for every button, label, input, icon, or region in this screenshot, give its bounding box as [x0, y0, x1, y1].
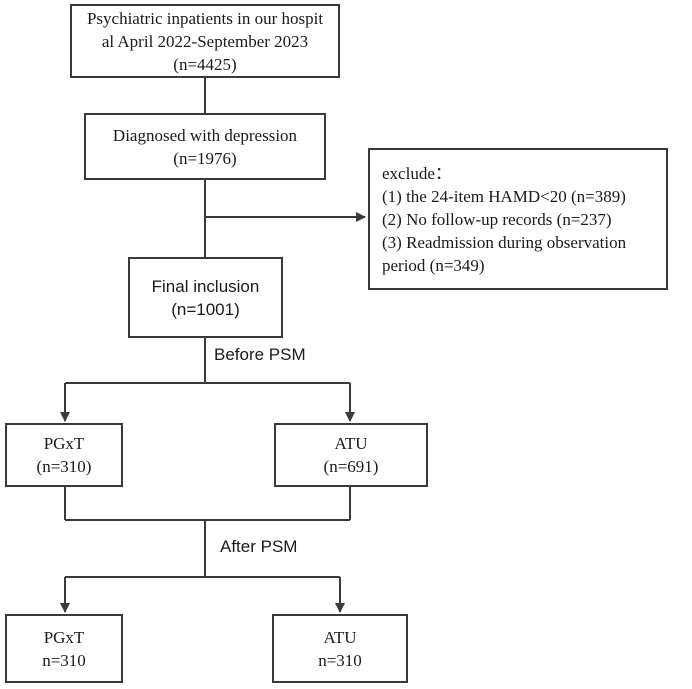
- node-pgxt-before: PGxT (n=310): [5, 423, 123, 487]
- node-diagnosed-line: (n=1976): [173, 148, 237, 168]
- node-population-line: (n=4425): [173, 54, 237, 74]
- node-atu-after-line: n=310: [318, 650, 362, 670]
- node-exclude-line: exclude：: [382, 163, 452, 183]
- node-atu-before-line: (n=691): [323, 457, 379, 476]
- node-final-line: Final inclusion: [151, 276, 260, 296]
- node-exclude: exclude： (1) the 24-item HAMD<20 (n=389)…: [368, 148, 668, 290]
- node-pgxt-before-line: (n=310): [36, 457, 92, 476]
- node-population: Psychiatric inpatients in our hospit al …: [70, 4, 340, 78]
- label-before-psm: Before PSM: [214, 345, 306, 364]
- node-exclude-line: (2) No follow-up records (n=237): [382, 209, 612, 229]
- node-atu-after-line: ATU: [323, 627, 357, 647]
- label-after-psm: After PSM: [220, 537, 298, 556]
- node-population-line: Psychiatric inpatients in our hospit: [86, 8, 324, 28]
- node-atu-before-line: ATU: [334, 434, 368, 453]
- node-atu-before: ATU (n=691): [274, 423, 428, 487]
- node-pgxt-after: PGxT n=310: [5, 614, 123, 683]
- node-diagnosed: Diagnosed with depression (n=1976): [84, 113, 326, 180]
- node-diagnosed-line: Diagnosed with depression: [112, 125, 298, 145]
- node-pgxt-after-line: PGxT: [43, 627, 85, 647]
- node-final-inclusion: Final inclusion (n=1001): [128, 257, 283, 338]
- node-exclude-line: (3) Readmission during observation: [382, 232, 627, 252]
- node-exclude-line: period (n=349): [382, 255, 485, 275]
- node-pgxt-after-line: n=310: [42, 650, 86, 670]
- node-final-line: (n=1001): [171, 299, 240, 319]
- node-atu-after: ATU n=310: [272, 614, 408, 683]
- node-exclude-line: (1) the 24-item HAMD<20 (n=389): [382, 186, 626, 206]
- node-population-line: al April 2022-September 2023: [101, 31, 309, 51]
- node-pgxt-before-line: PGxT: [43, 434, 85, 453]
